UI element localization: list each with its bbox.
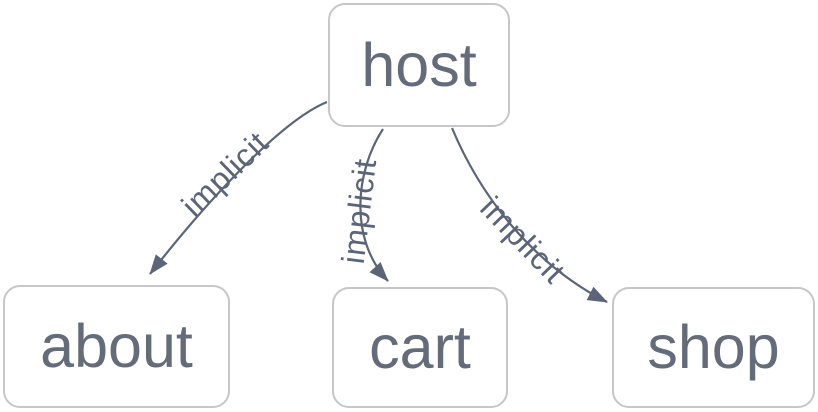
node-shop[interactable]: shop [612, 287, 815, 408]
edge-label-host-about: implicit [174, 124, 275, 223]
edge-host-about [149, 100, 328, 275]
node-about-label: about [40, 312, 193, 380]
edge-host-cart [359, 128, 389, 282]
node-about[interactable]: about [3, 285, 230, 408]
node-host[interactable]: host [328, 3, 510, 127]
edge-label-host-shop: implicit [473, 189, 572, 290]
edge-host-shop [450, 127, 608, 303]
node-cart-label: cart [369, 313, 471, 381]
node-shop-label: shop [647, 313, 780, 381]
node-host-label: host [361, 30, 477, 99]
node-cart[interactable]: cart [332, 287, 508, 408]
edge-label-host-cart: implicit [335, 156, 384, 265]
